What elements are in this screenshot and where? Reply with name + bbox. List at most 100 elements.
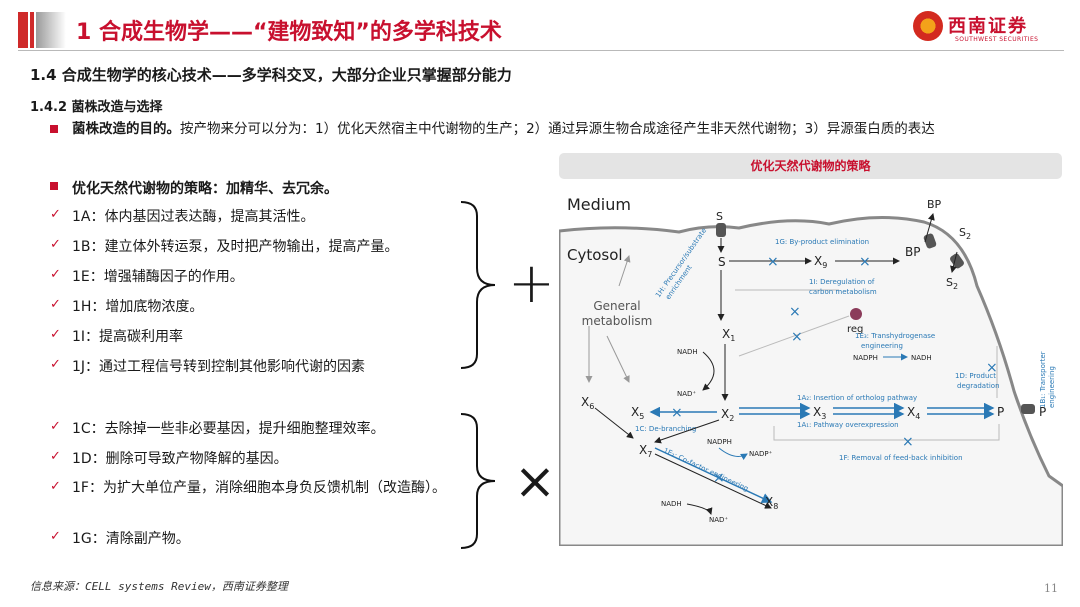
checkmark-icon: ✓ [50,479,61,494]
label-1e3-a: 1E₃: Transhydrogenase [855,332,935,340]
label-1a1: 1A₁: Pathway overexpression [797,421,899,429]
nad-label-2: NAD⁺ [709,516,728,524]
nadph-label-2: NADPH [707,438,732,446]
block-x-icon: × [767,254,779,270]
bullet-purpose: 菌株改造的目的。按产物来分可以分为：1）优化天然宿主中代谢物的生产；2）通过异源… [72,120,1062,138]
substrate-transporter-icon [716,223,726,237]
cytosol-label: Cytosol [567,246,623,264]
label-1e3-b: engineering [861,342,903,350]
byproduct-transporter-icon [923,233,937,249]
x8-label: X8 [765,495,778,511]
bullet-purpose-text: 按产物来分可以分为：1）优化天然宿主中代谢物的生产；2）通过异源生物合成途径产生… [180,121,935,137]
x1-label: X1 [722,327,735,343]
label-1b-a: 1B₁: Transporter [1039,351,1047,408]
checkmark-icon: ✓ [50,297,61,312]
bp-cytosol-label: BP [905,245,920,259]
block-x-icon: × [671,405,683,421]
label-1b-b: engineering [1048,366,1056,408]
bp-medium-label: BP [927,198,942,211]
block-x-icon: × [789,304,801,320]
list-item: 1B：建立体外转运泵，及时把产物输出，提高产量。 [72,239,399,255]
diagram-title: 优化天然代谢物的策略 [750,159,871,173]
metabolism-label: metabolism [582,314,653,328]
company-logo-name: 西南证券 [948,16,1028,37]
page-title: 1 合成生物学——“建物致知”的多学科技术 [76,20,502,45]
remove-brace-icon [460,413,496,549]
bullet-strategy: 优化天然代谢物的策略：加精华、去冗余。 [72,181,338,197]
p-cytosol-label: P [997,405,1004,419]
bullet-square-icon [50,182,58,190]
add-brace-icon [460,201,496,369]
nad-label-1: NAD⁺ [677,390,696,398]
general-label: General [593,299,640,313]
list-item: 1G：清除副产物。 [72,531,190,547]
header-divider [18,50,1064,51]
company-logo-icon [913,11,943,41]
list-item: 1C：去除掉一些非必要基因，提升细胞整理效率。 [72,421,385,437]
regulator-icon [850,308,862,320]
label-1f: 1F: Removal of feed-back inhibition [839,454,963,462]
block-x-icon: × [713,470,725,486]
medium-label: Medium [567,195,631,214]
diagram-title-bar [559,153,1062,179]
checkmark-icon: ✓ [50,529,61,544]
bullet-square-icon [50,125,58,133]
checkmark-icon: ✓ [50,449,61,464]
header-accent-bar [18,12,28,48]
x3-label: X3 [813,405,826,421]
metabolic-pathway-diagram: Medium Cytosol General metabolism S S BP… [559,186,1063,546]
checkmark-icon: ✓ [50,237,61,252]
label-1d-b: degradation [957,382,1000,390]
reg-label: reg [847,324,863,335]
checkmark-icon: ✓ [50,419,61,434]
nadh-label-1: NADH [911,354,932,362]
x5-label: X5 [631,405,644,421]
remove-symbol: × [514,452,556,510]
nadh-label-2: NADH [677,348,698,356]
list-item: 1D：删除可导致产物降解的基因。 [72,451,288,467]
checkmark-icon: ✓ [50,357,61,372]
add-symbol: + [508,251,555,316]
section-title: 1.4 合成生物学的核心技术——多学科交叉，大部分企业只掌握部分能力 [30,66,512,84]
nadh-label-3: NADH [661,500,682,508]
x6-label: X6 [581,395,594,411]
label-1c: 1C: De-branching [635,425,696,433]
label-1a2: 1A₂: Insertion of ortholog pathway [797,394,917,402]
product-transporter-icon [1021,404,1035,414]
s2-cytosol-label: S2 [946,276,958,291]
checkmark-icon: ✓ [50,267,61,282]
s-medium-label: S [716,210,723,223]
header-accent-bar-thin [30,12,34,48]
s2-medium-label: S2 [959,226,971,241]
x9-label: X9 [814,254,827,270]
label-1d-a: 1D: Product [955,372,996,380]
cell-membrane [559,216,1063,546]
list-item: 1H：增加底物浓度。 [72,299,204,315]
label-1i-b: carbon metabolism [809,288,877,296]
header-gradient-bar [36,12,66,48]
x4-label: X4 [907,405,920,421]
block-x-icon: × [859,254,871,270]
company-logo-subtitle: SOUTHWEST SECURITIES [955,36,1039,43]
label-1i-a: 1I: Deregulation of [809,278,875,286]
x7-label: X7 [639,443,652,459]
x2-label: X2 [721,407,734,423]
bullet-purpose-lead: 菌株改造的目的。 [72,121,180,137]
page-number: 11 [1044,582,1058,595]
block-x-icon: × [986,360,998,376]
list-item: 1A：体内基因过表达酶，提高其活性。 [72,209,315,225]
list-item: 1I：提高碳利用率 [72,329,184,345]
source-note: 信息来源：CELL systems Review，西南证券整理 [30,580,288,593]
list-item: 1F：为扩大单位产量，消除细胞本身负反馈机制（改造酶）。 [72,480,446,496]
block-x-icon: × [902,434,914,450]
list-item: 1J：通过工程信号转到控制其他影响代谢的因素 [72,359,366,375]
subsection-title: 1.4.2 菌株改造与选择 [30,100,163,115]
label-1g: 1G: By-product elimination [775,238,869,246]
checkmark-icon: ✓ [50,327,61,342]
nadp-label: NADP⁺ [749,450,773,458]
p-medium-label: P [1039,405,1046,419]
checkmark-icon: ✓ [50,207,61,222]
s-cytosol-label: S [718,255,726,269]
list-item: 1E：增强辅酶因子的作用。 [72,269,244,285]
block-x-icon: × [791,329,803,345]
